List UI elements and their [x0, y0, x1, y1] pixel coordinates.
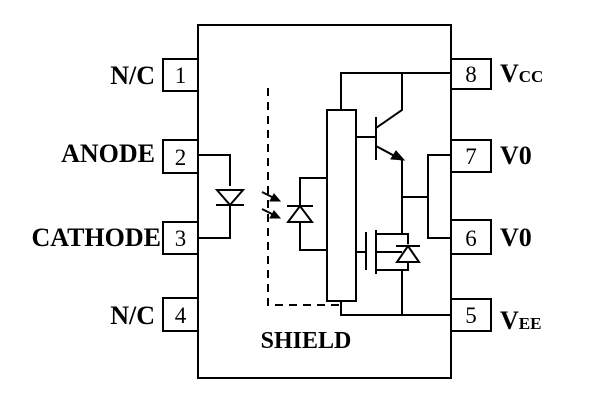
photodiode-wire-top: [299, 177, 327, 205]
photodiode-wire-bottom: [299, 222, 327, 251]
light-arrows-icon: [261, 191, 282, 219]
cathode-wire: [198, 206, 231, 239]
pin-3-label: CATHODE: [31, 223, 161, 252]
pin-2: 2 ANODE: [61, 139, 199, 174]
pin-4-label: N/C: [110, 301, 155, 330]
pin-6-label: V0: [500, 223, 532, 252]
input-led: [198, 154, 246, 239]
pin-6-number: 6: [465, 226, 477, 251]
pin-7-number: 7: [465, 144, 477, 169]
ic-package-body: [197, 24, 452, 379]
pin-1-number: 1: [175, 63, 187, 88]
pin-8-box: [450, 58, 492, 90]
pin-8-number: 8: [465, 62, 477, 87]
pin-1: 1 N/C: [110, 58, 199, 92]
shield-dashed-line: [267, 88, 345, 306]
body-diode-triangle: [395, 244, 421, 263]
collector-wire: [375, 73, 403, 129]
pin-3-number: 3: [175, 226, 187, 251]
pin-5-label: VEE: [500, 306, 541, 335]
npn-transistor: [356, 73, 406, 197]
vee-rail: [340, 301, 451, 316]
pin-8: 8 VCC: [450, 58, 543, 90]
led-diode-triangle: [214, 189, 246, 207]
pin-5-label-sub: EE: [519, 314, 542, 333]
pin-3: 3 CATHODE: [31, 221, 199, 255]
pin-1-label: N/C: [110, 61, 155, 90]
pin-8-label: VCC: [500, 59, 543, 88]
pin-6: 6 V0: [450, 219, 532, 255]
pin-6-box: [450, 219, 492, 255]
pin-5-number: 5: [465, 303, 477, 328]
pin-1-box: [162, 58, 199, 92]
pin-2-number: 2: [175, 145, 187, 170]
pin-7: 7 V0: [450, 139, 532, 173]
anode-wire: [198, 154, 231, 186]
shield-label: SHIELD: [261, 328, 352, 354]
pin-7-label: V0: [500, 141, 532, 170]
vcc-rail: [340, 72, 451, 110]
pin-8-label-sub: CC: [519, 67, 544, 86]
pin-4-box: [162, 297, 199, 332]
body-diode-wire-top: [402, 233, 409, 244]
pin-2-box: [162, 139, 199, 174]
photodiode-triangle: [286, 204, 314, 223]
pin-2-label: ANODE: [61, 139, 155, 168]
pin-3-box: [162, 221, 199, 255]
pin-4: 4 N/C: [110, 297, 199, 332]
body-diode-wire-bottom: [402, 262, 409, 271]
pin-5: 5 VEE: [450, 298, 541, 335]
photodiode: [286, 177, 327, 251]
pin-5-label-main: V: [500, 306, 519, 335]
pin-4-number: 4: [175, 303, 187, 328]
pin-8-label-main: V: [500, 59, 519, 88]
body-diode: [395, 233, 421, 271]
amplifier-block: [326, 109, 357, 302]
emitter-arrow-icon: [390, 150, 406, 161]
